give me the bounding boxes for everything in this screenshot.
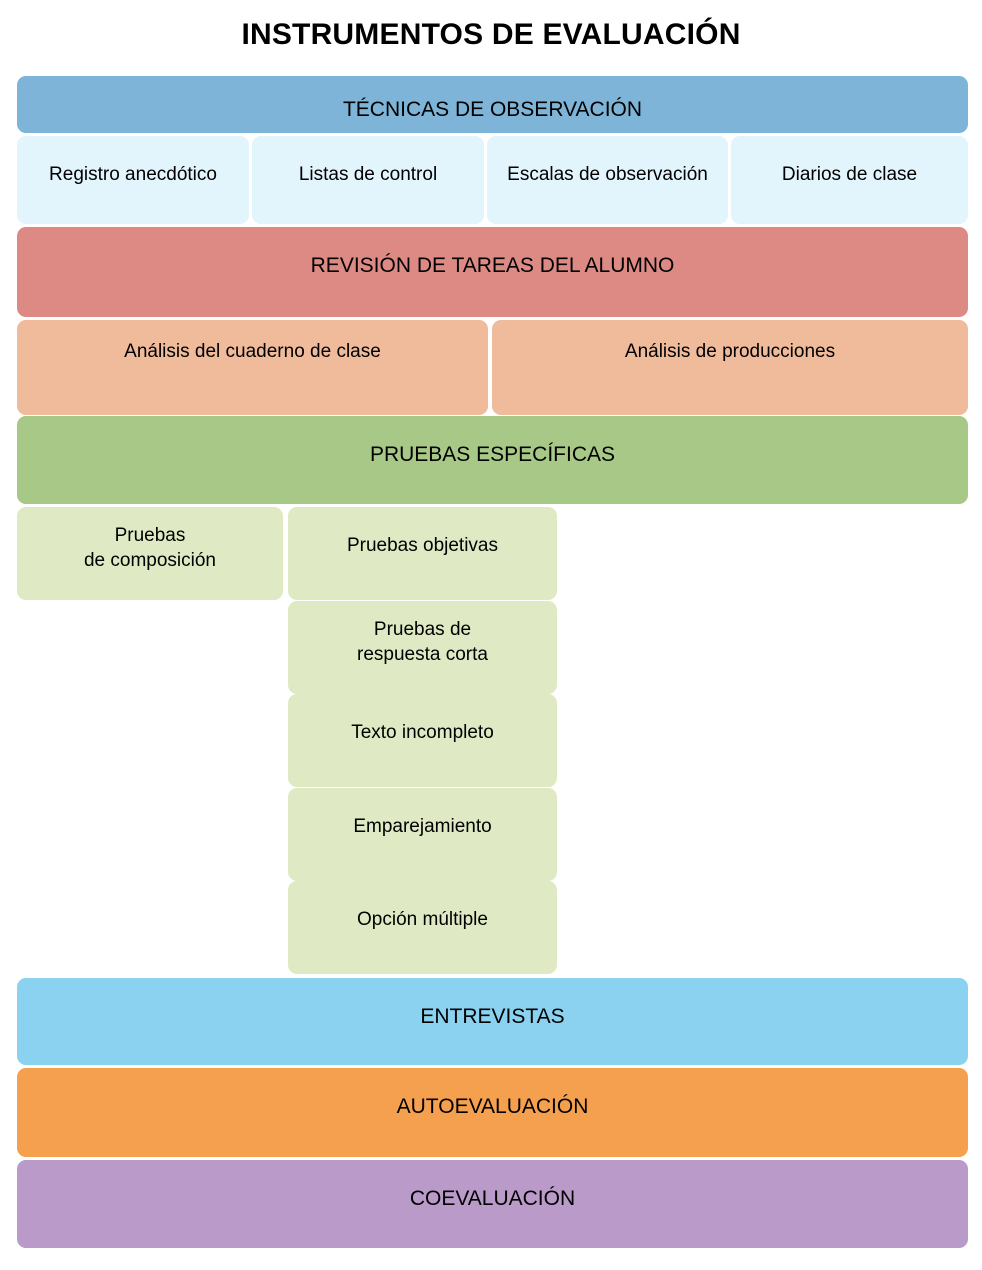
item-label: Análisis de producciones — [624, 341, 836, 362]
section-header-label: REVISIÓN DE TAREAS DEL ALUMNO — [310, 254, 675, 277]
item-label: Pruebas de composición — [83, 525, 217, 571]
item-label: Análisis del cuaderno de clase — [124, 341, 381, 362]
item-label: Opción múltiple — [357, 909, 488, 930]
item-texto-incompleto[interactable]: Texto incompleto — [288, 694, 557, 787]
item-emparejamiento[interactable]: Emparejamiento — [288, 788, 557, 881]
section-header-autoevaluacion[interactable]: AUTOEVALUACIÓN — [17, 1068, 968, 1157]
item-pruebas-objetivas[interactable]: Pruebas objetivas — [288, 507, 557, 600]
section-header-label: ENTREVISTAS — [420, 1005, 565, 1028]
item-pruebas-de-composicion[interactable]: Pruebas de composición — [17, 507, 283, 600]
page-title: INSTRUMENTOS DE EVALUACIÓN — [241, 18, 741, 51]
item-label: Listas de control — [298, 164, 438, 185]
item-label: Emparejamiento — [353, 816, 492, 837]
item-label: Texto incompleto — [351, 722, 494, 743]
section-header-label: AUTOEVALUACIÓN — [396, 1095, 589, 1118]
item-label: Pruebas objetivas — [346, 535, 499, 556]
section-header-revision-tareas[interactable]: REVISIÓN DE TAREAS DEL ALUMNO — [17, 227, 968, 317]
item-label: Pruebas de respuesta corta — [357, 619, 488, 665]
item-pruebas-de-respuesta-corta[interactable]: Pruebas de respuesta corta — [288, 601, 557, 694]
item-analisis-cuaderno-de-clase[interactable]: Análisis del cuaderno de clase — [17, 320, 488, 415]
item-escalas-de-observacion[interactable]: Escalas de observación — [487, 136, 728, 224]
item-registro-anecdotico[interactable]: Registro anecdótico — [17, 136, 249, 224]
section-header-pruebas-especificas[interactable]: PRUEBAS ESPECÍFICAS — [17, 416, 968, 504]
item-diarios-de-clase[interactable]: Diarios de clase — [731, 136, 968, 224]
item-listas-de-control[interactable]: Listas de control — [252, 136, 484, 224]
section-header-coevaluacion[interactable]: COEVALUACIÓN — [17, 1160, 968, 1248]
item-opcion-multiple[interactable]: Opción múltiple — [288, 881, 557, 974]
section-header-label: TÉCNICAS DE OBSERVACIÓN — [342, 98, 643, 121]
section-header-label: PRUEBAS ESPECÍFICAS — [369, 443, 616, 466]
item-label: Diarios de clase — [781, 164, 918, 185]
section-header-tecnicas-observacion[interactable]: TÉCNICAS DE OBSERVACIÓN — [17, 76, 968, 133]
item-analisis-de-producciones[interactable]: Análisis de producciones — [492, 320, 968, 415]
item-label: Escalas de observación — [507, 164, 708, 185]
item-label: Registro anecdótico — [49, 164, 217, 185]
section-header-entrevistas[interactable]: ENTREVISTAS — [17, 978, 968, 1065]
section-header-label: COEVALUACIÓN — [409, 1187, 576, 1210]
